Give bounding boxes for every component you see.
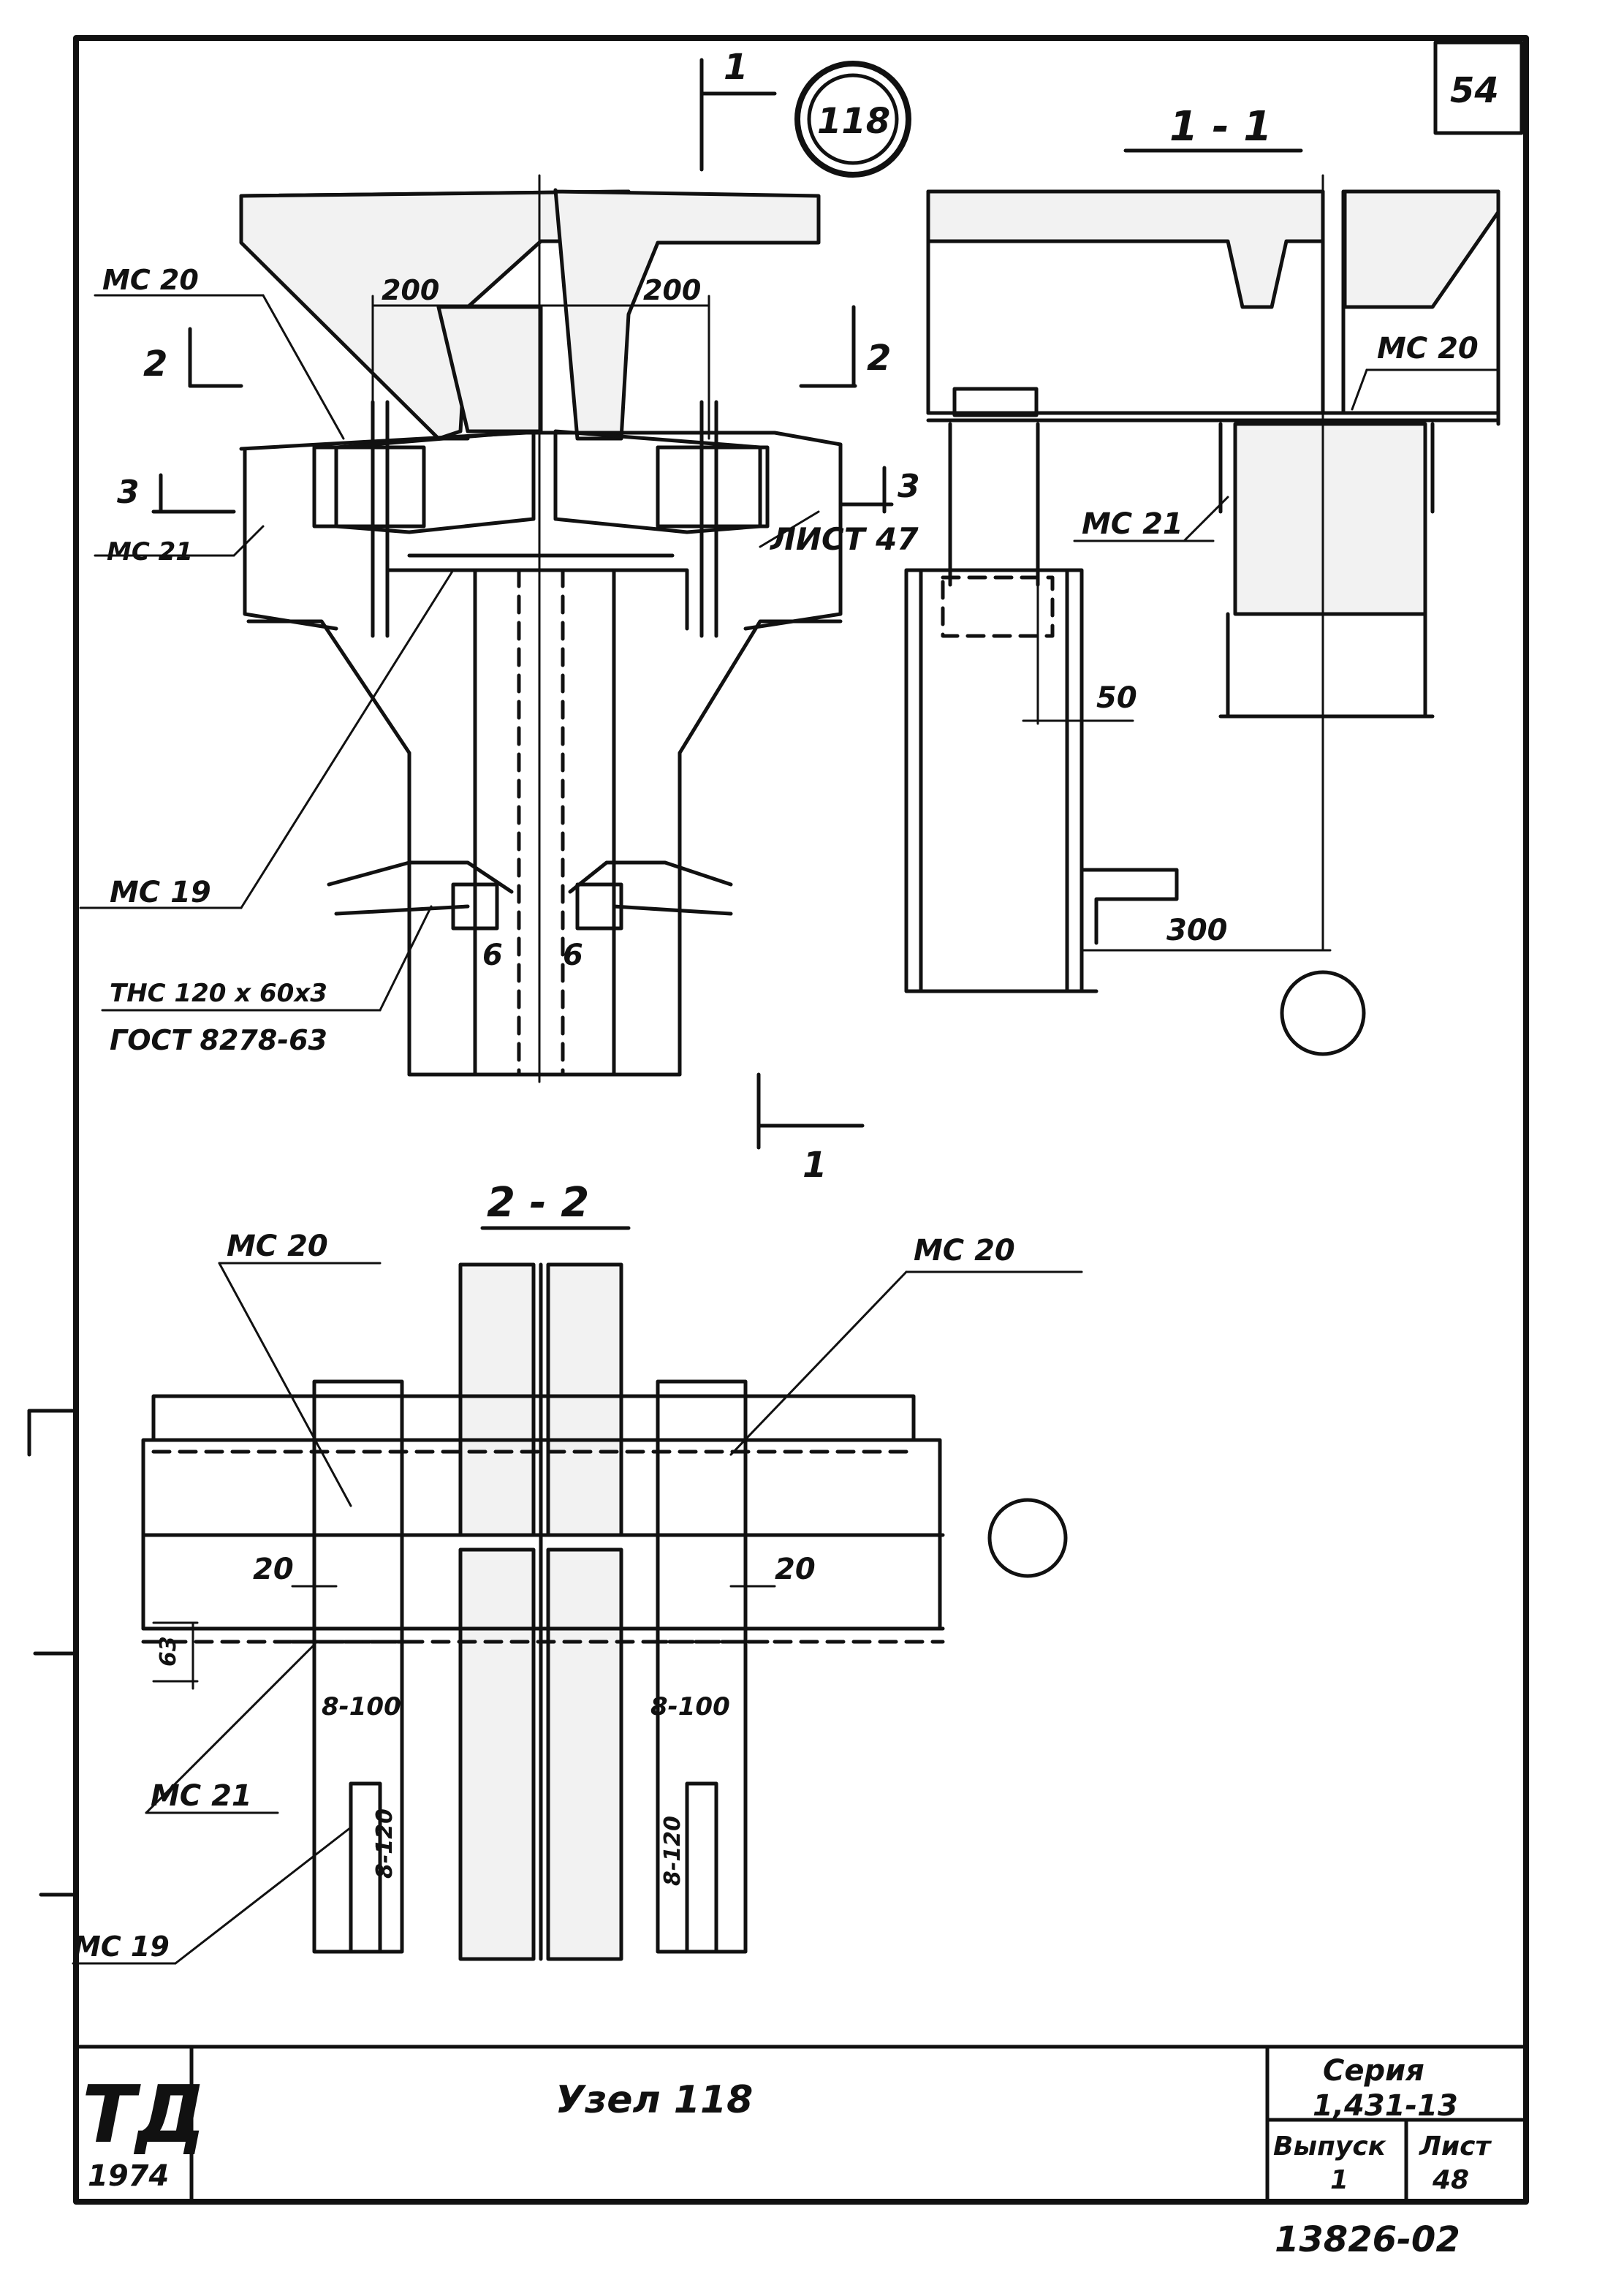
issue-value: 1 (1330, 2165, 1348, 2195)
drawing-title: Узел 118 (555, 2078, 753, 2122)
section-2-left-label: 2 (143, 344, 167, 384)
main-dim-left: 200 (382, 274, 439, 306)
section-2-2-weld-left: 8-100 (322, 1692, 401, 1721)
section-1-1-mc20: MC 20 (1377, 332, 1479, 365)
node-marker: 118 (794, 61, 911, 178)
section-2-2-weld-right: 8-100 (650, 1692, 730, 1721)
section-2-2-dim-20-left: 20 (253, 1553, 294, 1586)
series-label: Серия (1323, 2054, 1424, 2088)
section-1-cut-top (699, 58, 777, 172)
section-1-1-mc21: MC 21 (1082, 507, 1183, 541)
page-number: 54 (1450, 70, 1499, 111)
section-1-cut-bottom (756, 1072, 865, 1150)
main-mc21-label: MC 21 (107, 537, 193, 567)
section-1-bottom-label: 1 (802, 1145, 827, 1186)
logo-year: 1974 (88, 2159, 169, 2193)
sheet-frame (27, 35, 1529, 2205)
section-2-2-view (72, 1226, 1083, 1965)
main-mc20-label: MC 20 (102, 264, 199, 296)
section-1-1-dim-300: 300 (1166, 914, 1228, 947)
section-2-2-dim-20-right: 20 (775, 1553, 816, 1586)
section-1-1-dim-50: 50 (1096, 681, 1137, 715)
section-1-1-view (904, 148, 1500, 1056)
section-2-2-dim-63: 63 (156, 1636, 181, 1667)
section-3-left-label: 3 (117, 474, 140, 511)
main-mc19-label: MC 19 (110, 876, 211, 909)
section-2-2-mc20-right: MC 20 (914, 1234, 1015, 1268)
section-2-2-mc20-left: MC 20 (227, 1230, 328, 1263)
section-2-2-weld-vert-right: 8-120 (660, 1816, 686, 1886)
section-2-right-label: 2 (867, 338, 891, 379)
sheet-value: 48 (1432, 2165, 1469, 2195)
section-3-right-label: 3 (898, 468, 920, 505)
main-weld-left: 6 (482, 939, 503, 972)
section-1-1-title: 1 - 1 (1169, 103, 1272, 151)
section-1-top-label: 1 (724, 47, 748, 88)
series-value: 1,431-13 (1313, 2089, 1458, 2123)
main-profile-line2: ГОСТ 8278-63 (110, 1024, 327, 1056)
main-profile-line1: ТHC 120 x 60x3 (110, 979, 327, 1008)
logo-mark: ТД (82, 2069, 206, 2161)
issue-label: Выпуск (1273, 2132, 1387, 2162)
main-view (79, 174, 894, 1083)
main-weld-right: 6 (563, 939, 583, 972)
section-2-2-mc19: MC 19 (73, 1931, 170, 1963)
archive-stamp: 13826-02 (1275, 2219, 1460, 2260)
main-dim-right: 200 (643, 274, 701, 306)
section-2-2-mc21: MC 21 (151, 1779, 252, 1813)
sheet-label: Лист (1419, 2132, 1492, 2162)
node-marker-label: 118 (817, 101, 890, 142)
main-sheet-ref: ЛИСТ 47 (769, 521, 919, 557)
section-2-2-title: 2 - 2 (487, 1179, 589, 1227)
section-2-2-weld-vert-left: 8-120 (372, 1808, 398, 1879)
